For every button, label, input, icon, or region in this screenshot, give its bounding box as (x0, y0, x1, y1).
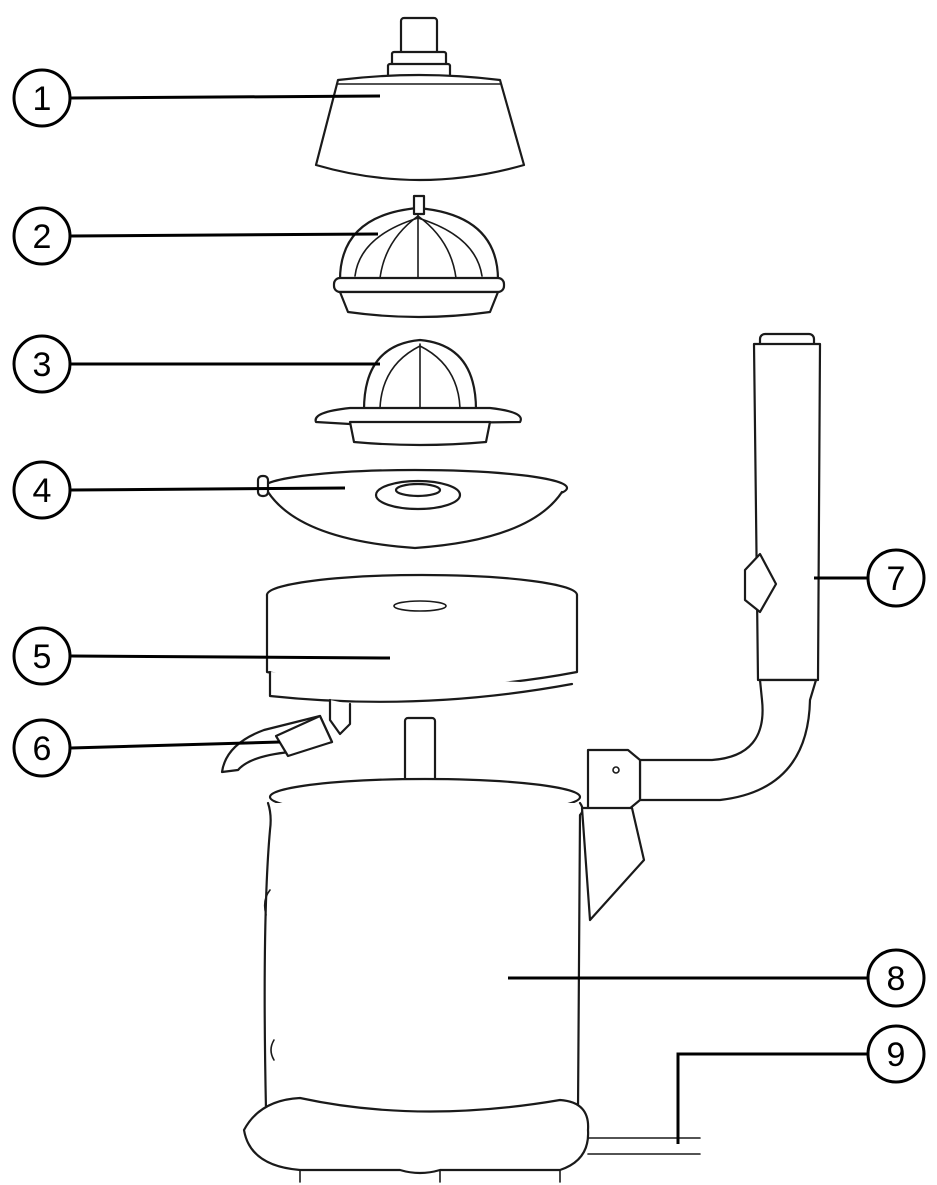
callout-7: 7 (866, 548, 926, 608)
part-8-motor-base (242, 777, 646, 1183)
callout-2: 2 (12, 206, 72, 266)
callout-3: 3 (12, 334, 72, 394)
callout-1-number: 1 (33, 80, 52, 118)
callout-3-number: 3 (33, 346, 52, 384)
callout-1: 1 (12, 68, 72, 128)
callout-8-number: 8 (887, 960, 906, 998)
callout-4: 4 (12, 460, 72, 520)
callout-9: 9 (866, 1024, 926, 1084)
part-7-press-arm (586, 332, 822, 812)
callout-2-number: 2 (33, 218, 52, 256)
callout-5-number: 5 (33, 638, 52, 676)
callout-8: 8 (866, 948, 926, 1008)
part-4-filter-tray (256, 468, 569, 550)
callout-6-number: 6 (33, 730, 52, 768)
part-3-small-reamer (314, 338, 522, 447)
callout-9-number: 9 (887, 1036, 906, 1074)
callout-7-number: 7 (887, 560, 906, 598)
part-5-juice-container (265, 573, 579, 736)
callout-6: 6 (12, 718, 72, 778)
part-2-large-reamer (332, 194, 506, 319)
part-6-spout (220, 714, 334, 774)
callout-5: 5 (12, 626, 72, 686)
callout-4-number: 4 (33, 472, 52, 510)
part-1-dust-cover (314, 16, 526, 182)
leader-lines (70, 94, 868, 1144)
part-9-power-cord (587, 1137, 701, 1155)
